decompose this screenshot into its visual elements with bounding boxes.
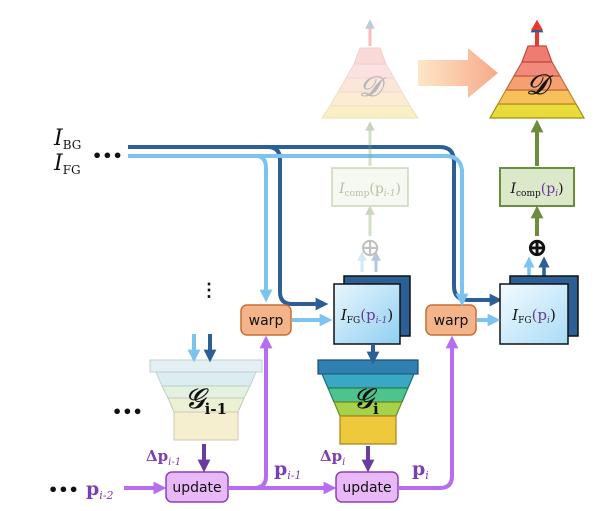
composite-prev-label: Icomp(pi-1) bbox=[338, 181, 401, 199]
generator-curr bbox=[317, 359, 419, 445]
generator-prev bbox=[149, 359, 263, 441]
warp-curr-box bbox=[425, 304, 477, 336]
update-prev-label: update bbox=[172, 480, 221, 496]
inputs-ellipsis: ••• bbox=[92, 146, 123, 165]
oplus-prev-icon: ⊕ bbox=[359, 233, 381, 263]
input-labels: IBG IFG ••• bbox=[53, 126, 123, 177]
bg-image-label: IBG bbox=[53, 126, 81, 152]
bg-line-to-fg-prev bbox=[128, 145, 329, 311]
bg-line-to-fg-curr bbox=[128, 145, 503, 307]
discriminator-prev-faded bbox=[321, 19, 419, 119]
composite-curr-label: Icomp(pi) bbox=[509, 181, 563, 199]
composite-prev-faded bbox=[331, 121, 409, 272]
fg-image-label: IFG bbox=[53, 151, 81, 177]
oplus-curr-icon: ⊕ bbox=[526, 233, 548, 263]
dp-im1-label: Δpi-1 bbox=[146, 447, 181, 468]
p-im2-ellipsis: ••• bbox=[48, 480, 79, 499]
generator-prev-vertical-ellipsis: ⋮ bbox=[200, 280, 218, 301]
warp-prev-label: warp bbox=[249, 313, 284, 329]
update-curr-label: update bbox=[342, 480, 391, 496]
fg-curr-box bbox=[499, 275, 579, 345]
discriminator-curr bbox=[488, 19, 586, 119]
warp-prev-box bbox=[240, 304, 292, 336]
warp-curr-label: warp bbox=[434, 313, 469, 329]
p-i-path bbox=[398, 335, 459, 490]
dp-i-label: Δpi bbox=[320, 447, 345, 468]
fg-curr-label: IFG(pi) bbox=[511, 306, 556, 326]
fg-prev-label: IFG(pi-1) bbox=[340, 306, 393, 326]
generator-prev-left-ellipsis: ••• bbox=[112, 402, 143, 421]
fg-line-to-warp-prev bbox=[128, 154, 273, 303]
p-im2-label: pi-2 bbox=[86, 478, 114, 502]
fg-prev-box bbox=[333, 275, 411, 345]
fg-line-to-warp-curr bbox=[128, 154, 464, 296]
p-i-label: pi bbox=[412, 458, 429, 482]
p-im1-label: pi-1 bbox=[274, 458, 302, 482]
progression-arrow bbox=[418, 48, 498, 98]
